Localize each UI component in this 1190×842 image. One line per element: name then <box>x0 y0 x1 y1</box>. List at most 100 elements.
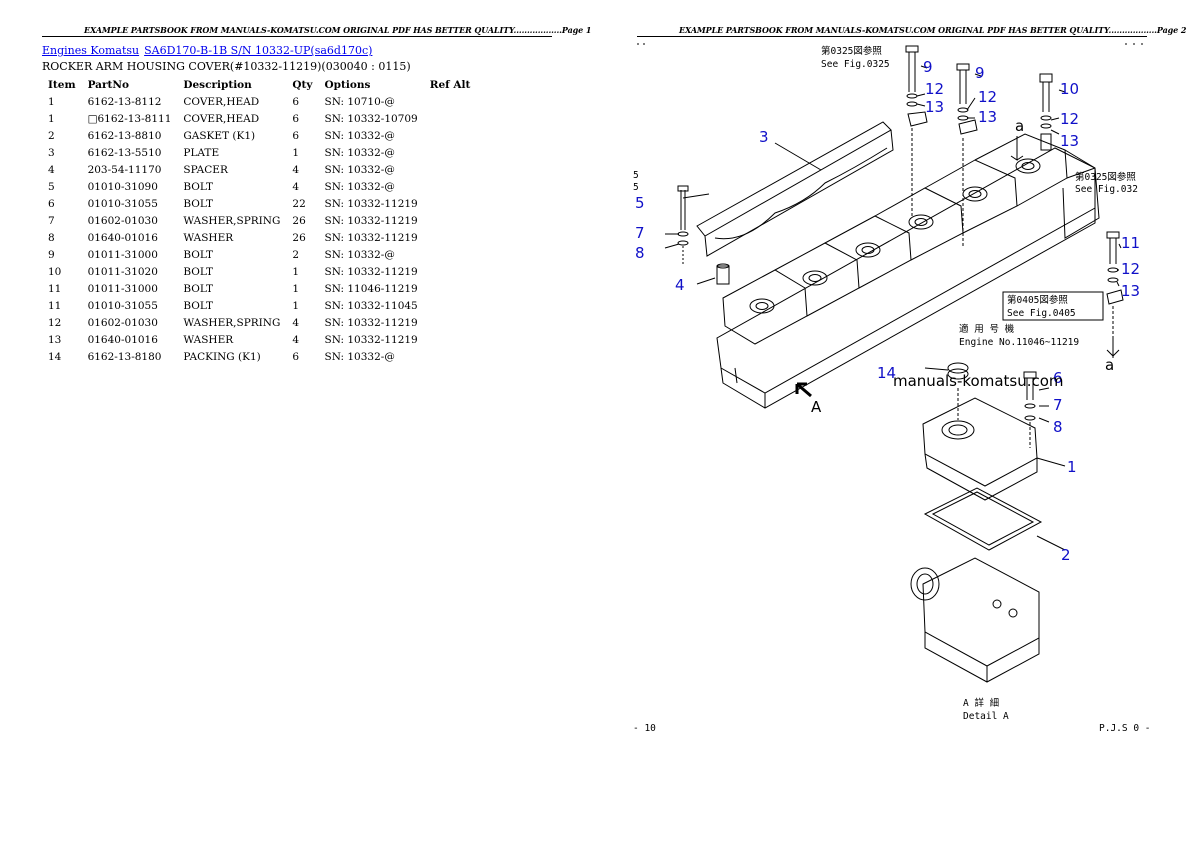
cell-qty: 22 <box>292 197 306 210</box>
cell-refalt <box>424 331 477 348</box>
plate-part <box>696 121 892 237</box>
ref-0325-top-en: See Fig.0325 <box>821 59 890 70</box>
cell-partno: 01011-31020 <box>87 265 158 278</box>
cell-options: SN: 10710-@ <box>324 95 395 108</box>
cell-item: 1 <box>48 95 55 108</box>
cell-refalt <box>424 212 477 229</box>
col-header-item: Item <box>48 78 76 91</box>
page-header: EXAMPLE PARTSBOOK FROM MANUALS-KOMATSU.C… <box>84 25 592 35</box>
cell-item: 4 <box>48 163 55 176</box>
header-rule <box>42 36 552 37</box>
cell-refalt <box>424 229 477 246</box>
cell-qty: 1 <box>292 265 300 278</box>
footer-right-mark: P.J.S 0 - <box>1099 723 1150 734</box>
cell-options: SN: 10332-10709 <box>324 112 418 125</box>
cell-options: SN: 10332-@ <box>324 180 395 193</box>
cell-item: 1 <box>48 112 55 125</box>
breadcrumb-link-engines[interactable]: Engines Komatsu <box>42 44 140 57</box>
cell-description: WASHER <box>183 231 234 244</box>
cell-qty: 4 <box>292 316 300 329</box>
cell-description: WASHER <box>183 333 234 346</box>
cell-qty: 26 <box>292 231 306 244</box>
cell-refalt <box>424 348 477 365</box>
cell-description: WASHER,SPRING <box>183 316 281 329</box>
cell-refalt <box>424 110 477 127</box>
breadcrumb-link-model[interactable]: SA6D170-B-1B S/N 10332-UP(sa6d170c) <box>144 44 373 57</box>
cell-description: BOLT <box>183 299 214 312</box>
cell-item: 6 <box>48 197 55 210</box>
callout-6: 6 <box>1053 369 1063 387</box>
cell-partno: 6162-13-8810 <box>87 129 162 142</box>
callout-8: 8 <box>635 244 645 262</box>
cell-partno: 203-54-11170 <box>87 163 162 176</box>
bolt-9-right <box>956 63 970 104</box>
cell-refalt <box>424 314 477 331</box>
callout-9-left: 9 <box>923 58 933 76</box>
cell-options: SN: 10332-@ <box>324 350 395 363</box>
cell-description: BOLT <box>183 282 214 295</box>
ref-0405-en: See Fig.0405 <box>1007 308 1076 319</box>
cell-refalt <box>424 127 477 144</box>
page-2: EXAMPLE PARTSBOOK FROM MANUALS-KOMATSU.C… <box>595 0 1190 842</box>
cell-options: SN: 10332-11219 <box>324 231 418 244</box>
callout-13-d: 13 <box>1121 282 1140 300</box>
col-header-qty: Qty <box>292 78 313 91</box>
cell-partno: 01602-01030 <box>87 316 158 329</box>
callout-7: 7 <box>635 224 645 242</box>
cell-qty: 26 <box>292 214 306 227</box>
callout-12-a: 12 <box>925 80 944 98</box>
detail-a-en: Detail A <box>963 711 1009 722</box>
cell-partno: 6162-13-5510 <box>87 146 162 159</box>
cell-description: GASKET (K1) <box>183 129 256 142</box>
footer-left-mark: - 10 <box>633 723 656 734</box>
cell-qty: 2 <box>292 248 300 261</box>
ref-0325-right-jp: 第0325図参照 <box>1075 171 1136 183</box>
cell-options: SN: 10332-11219 <box>324 265 418 278</box>
cell-item: 7 <box>48 214 55 227</box>
cell-item: 2 <box>48 129 55 142</box>
ref-0405-jp: 第0405図参照 <box>1007 294 1068 306</box>
cell-qty: 6 <box>292 112 300 125</box>
packing-14 <box>947 368 969 380</box>
page-header: EXAMPLE PARTSBOOK FROM MANUALS-KOMATSU.C… <box>679 25 1187 35</box>
cell-refalt <box>424 280 477 297</box>
cell-options: SN: 10332-@ <box>324 248 395 261</box>
applicable-engine-no: Engine No.11046~11219 <box>959 337 1079 348</box>
exploded-parts-diagram: 3 5 7 8 4 9 12 13 9 12 13 10 12 13 11 12… <box>633 43 1150 734</box>
callout-14: 14 <box>877 364 896 382</box>
cell-item: 11 <box>48 282 62 295</box>
cell-qty: 4 <box>292 163 300 176</box>
cell-partno: 01640-01016 <box>87 333 158 346</box>
callout-4: 4 <box>675 276 685 294</box>
section-title: ROCKER ARM HOUSING COVER(#10332-11219)(0… <box>42 60 411 73</box>
cell-description: PACKING (K1) <box>183 350 261 363</box>
cylinder-covers <box>722 133 1068 345</box>
cell-description: PLATE <box>183 146 220 159</box>
callout-5: 5 <box>635 194 645 212</box>
callout-13-b: 13 <box>978 108 997 126</box>
ref-0325-top-jp: 第0325図参照 <box>821 45 882 57</box>
spacer-4 <box>716 265 730 285</box>
cell-description: BOLT <box>183 197 214 210</box>
cell-description: COVER,HEAD <box>183 112 260 125</box>
col-header-description: Description <box>183 78 252 91</box>
cover-1-detail <box>922 397 1038 487</box>
applicable-jp: 適 用 号 機 <box>959 323 1015 335</box>
ref-0325-right-en: See Fig.032 <box>1075 184 1138 195</box>
cell-partno: 01010-31090 <box>87 180 158 193</box>
housing-detail <box>922 557 1040 667</box>
cell-item: 5 <box>48 180 55 193</box>
cell-partno: 01602-01030 <box>87 214 158 227</box>
cell-partno: 01011-31000 <box>87 282 158 295</box>
callout-12-d: 12 <box>1121 260 1140 278</box>
cell-refalt <box>424 263 477 280</box>
ref-a-bottom: a <box>1105 356 1114 374</box>
header-rule <box>637 36 1147 37</box>
